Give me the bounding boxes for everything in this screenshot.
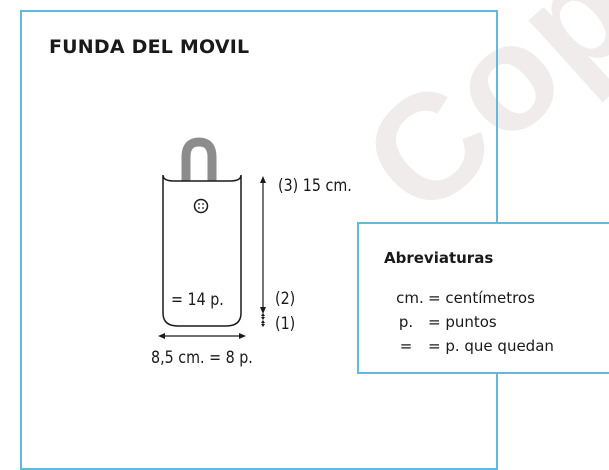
height-label: (3) 15 cm.: [278, 176, 352, 196]
phone-cover-diagram: [158, 137, 266, 339]
abbreviation-row: p. = puntos: [359, 313, 609, 333]
abbreviation-key: =: [399, 337, 413, 355]
abbreviation-key: cm.: [396, 289, 424, 307]
abbreviation-meaning: = puntos: [428, 313, 497, 331]
strap-loop: [181, 137, 217, 181]
cover-outline: [162, 174, 242, 327]
stitches-label: = 14 p.: [171, 290, 224, 310]
abbreviations-title: Abreviaturas: [384, 249, 494, 267]
abbreviation-key: p.: [398, 313, 414, 331]
button-icon: [193, 198, 209, 214]
width-label: 8,5 cm. = 8 p.: [151, 348, 253, 368]
section-1-label: (1): [275, 314, 296, 334]
abbreviation-meaning: = p. que quedan: [428, 337, 554, 355]
section-1-arrow: [261, 320, 265, 327]
section-2-label: (2): [275, 289, 296, 309]
abbreviation-row: = = p. que quedan: [359, 337, 609, 357]
page-title: FUNDA DEL MOVIL: [49, 36, 250, 58]
section-2-arrow: [261, 313, 265, 320]
height-dimension-arrow: [260, 176, 266, 314]
abbreviations-box: Abreviaturas cm. = centímetros p. = punt…: [357, 222, 609, 374]
abbreviation-row: cm. = centímetros: [359, 289, 609, 309]
abbreviation-meaning: = centímetros: [428, 289, 535, 307]
width-dimension-arrow: [158, 333, 246, 339]
